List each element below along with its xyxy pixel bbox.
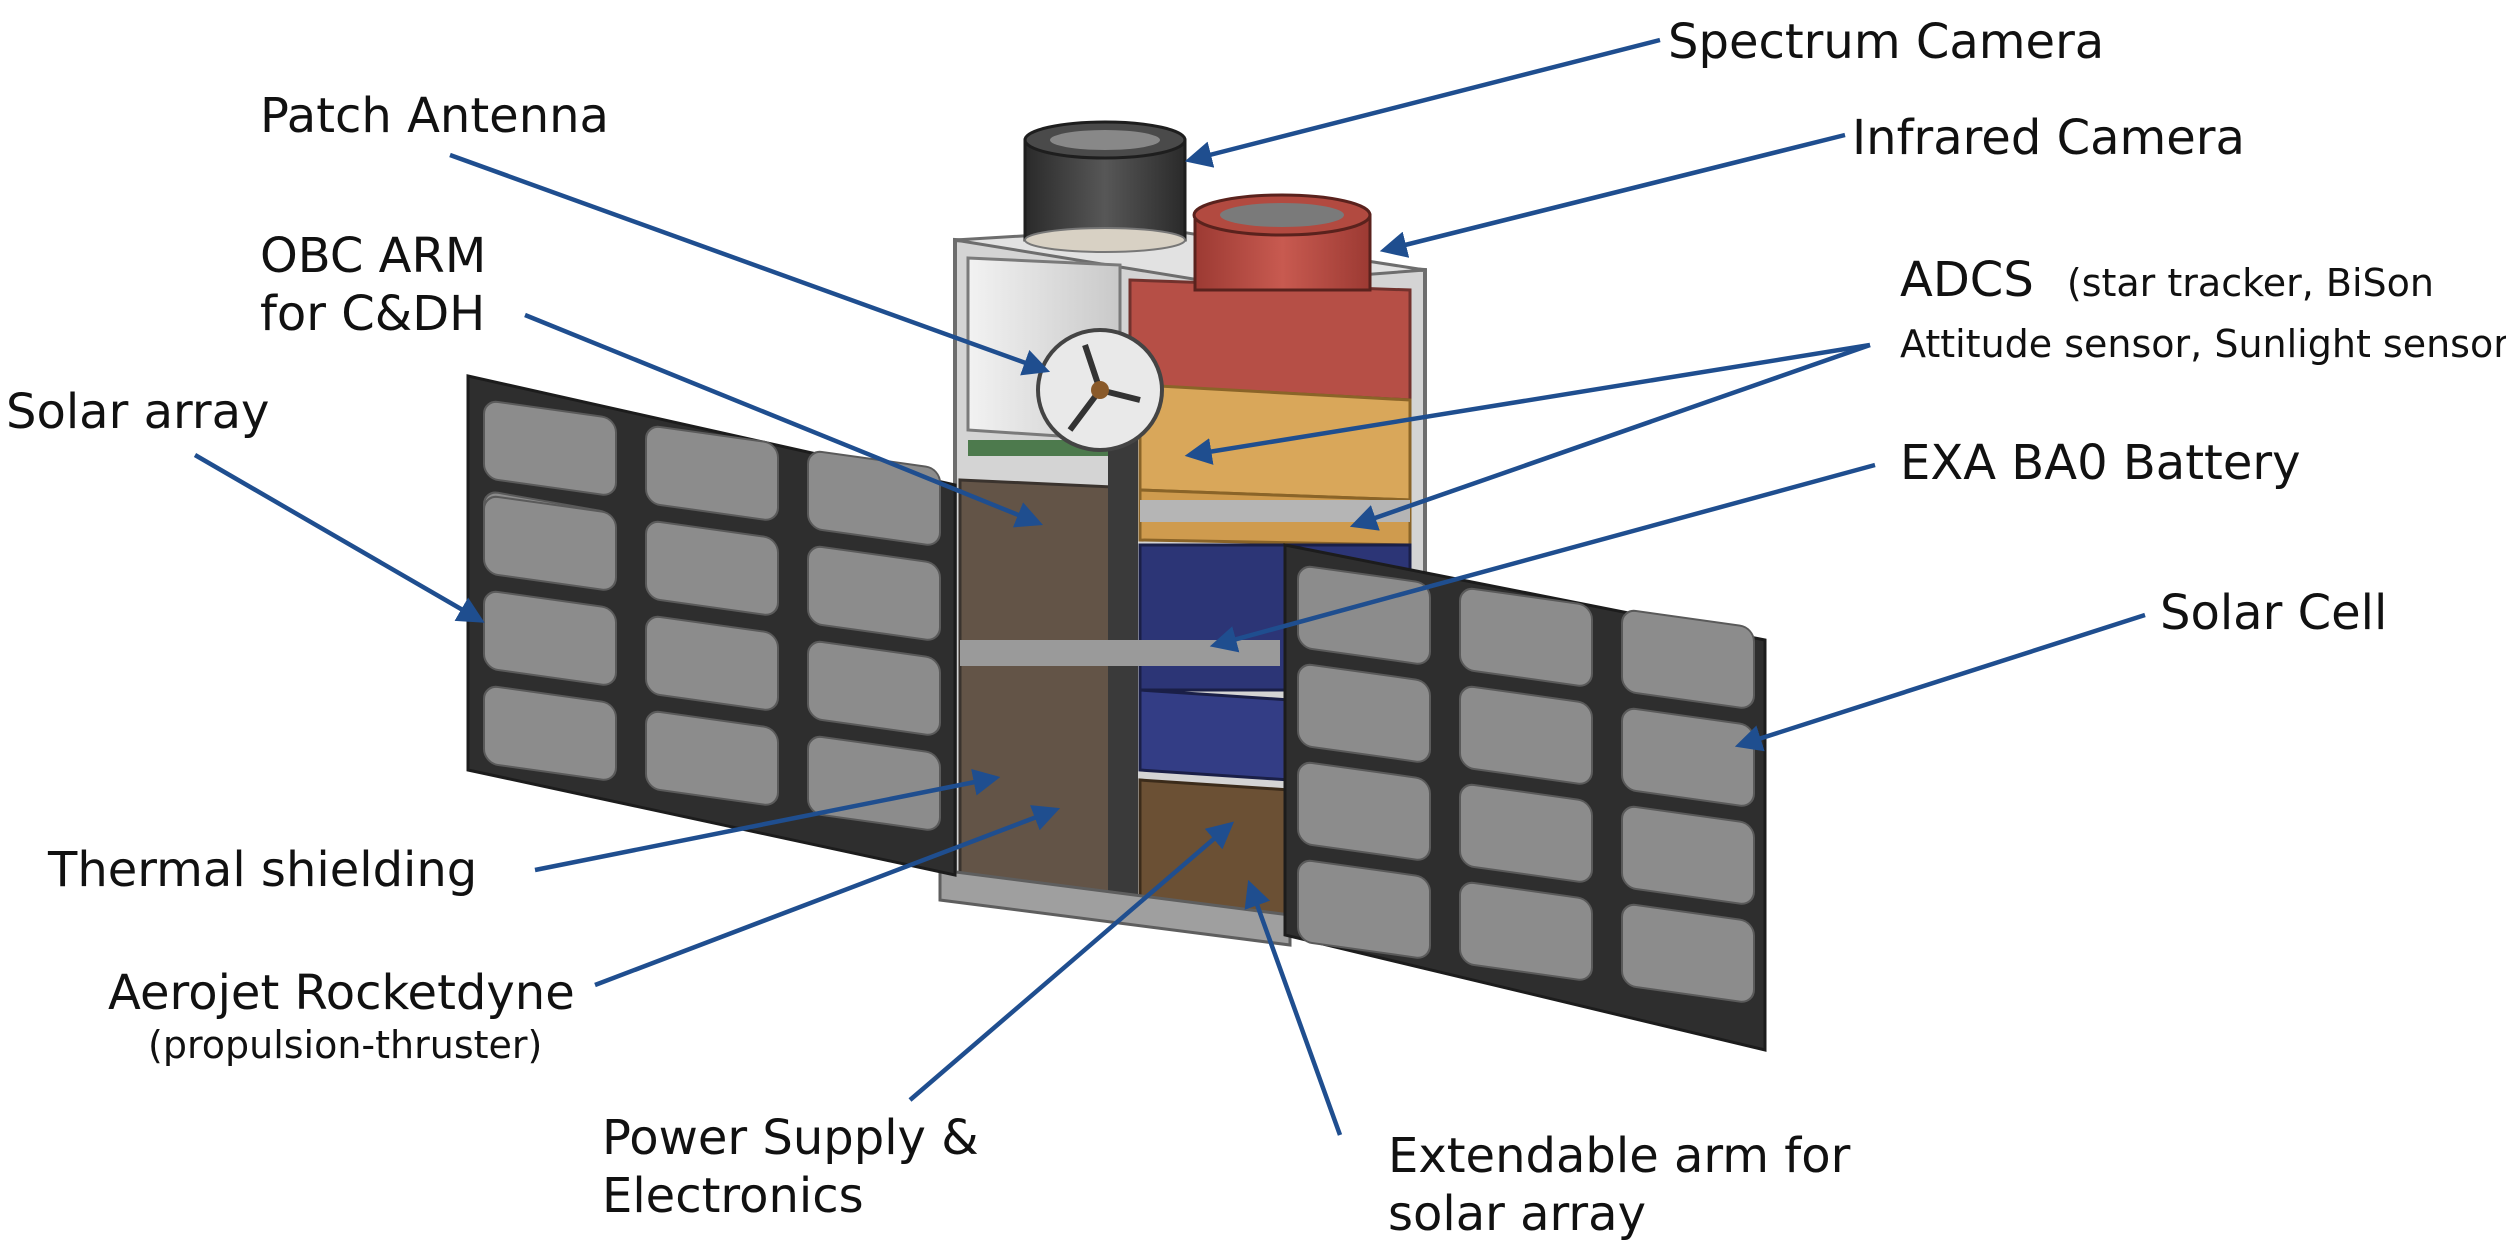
label-arm-line2: solar array (1388, 1185, 1646, 1242)
label-battery: EXA BA0 Battery (1900, 435, 2301, 491)
solar-cell (1621, 903, 1755, 1003)
label-adcs-title: ADCS (1900, 252, 2034, 308)
leader-arrows (193, 37, 2146, 1136)
solar-cell (483, 495, 617, 591)
label-obc-line2: for C&DH (260, 285, 486, 342)
arrow-spectrum-camera (1184, 37, 1661, 168)
label-infrared-camera: Infrared Camera (1852, 110, 2245, 166)
infrared-camera (1192, 193, 1372, 292)
spectrum-camera (1023, 120, 1187, 253)
solar-cell (1621, 805, 1755, 905)
label-spectrum-camera: Spectrum Camera (1668, 14, 2105, 70)
solar-cell (1297, 859, 1431, 959)
arrow-patch-antenna (449, 152, 1051, 376)
arrow-power-supply (908, 821, 1235, 1102)
arrow-aerojet (594, 805, 1061, 988)
label-adcs-detail-line1: (star tracker, BiSon (2066, 261, 2434, 305)
label-adcs-detail-line2: Attitude sensor, Sunlight sensor) (1900, 322, 2506, 366)
solar-cell (807, 735, 941, 831)
solar-cell (645, 520, 779, 616)
arrow-obc-arm (524, 312, 1044, 528)
label-power-line1: Power Supply & (602, 1110, 979, 1166)
solar-cell (1621, 707, 1755, 807)
label-arm-line1: Extendable arm for (1388, 1128, 1851, 1184)
arrow-extendable-arm (1244, 879, 1343, 1136)
solar-cell (483, 685, 617, 781)
label-aerojet: Aerojet Rocketdyne (propulsion-thruster) (108, 965, 575, 1068)
solar-cell (645, 710, 779, 806)
label-patch-antenna: Patch Antenna (260, 88, 609, 144)
label-power-supply: Power Supply & Electronics (602, 1110, 979, 1225)
solar-cell (1459, 685, 1593, 785)
arrow-adcs-upper (1184, 342, 1871, 465)
solar-cell (807, 450, 941, 546)
solar-cell (483, 400, 617, 496)
solar-cell (645, 425, 779, 521)
label-power-line2: Electronics (602, 1167, 864, 1224)
solar-cell (1459, 783, 1593, 883)
arrow-adcs-lower (1349, 342, 1871, 531)
arrow-infrared-camera (1379, 132, 1846, 258)
arrow-solar-array (193, 453, 485, 623)
arrow-battery (1209, 462, 1876, 653)
solar-cell (1459, 881, 1593, 981)
label-obc-arm: OBC ARM for C&DH (260, 228, 486, 343)
solar-cells-group (483, 400, 1755, 1003)
label-adcs: ADCS (star tracker, BiSon (1900, 252, 2434, 310)
solar-cell (1459, 587, 1593, 687)
label-solar-cell: Solar Cell (2160, 585, 2388, 641)
solar-cell (1297, 761, 1431, 861)
solar-cell (483, 590, 617, 686)
label-thermal-shielding: Thermal shielding (48, 842, 478, 898)
solar-cell (1297, 663, 1431, 763)
solar-cell (807, 640, 941, 736)
label-aerojet-line1: Aerojet Rocketdyne (108, 965, 575, 1021)
label-aerojet-line2: (propulsion-thruster) (148, 1022, 543, 1067)
label-obc-line1: OBC ARM (260, 228, 487, 284)
solar-cell (645, 615, 779, 711)
arrow-thermal-shielding (534, 768, 1001, 873)
arrow-solar-cell (1734, 612, 2146, 752)
solar-cell (807, 545, 941, 641)
solar-cell (1621, 609, 1755, 709)
solar-cell (1297, 565, 1431, 665)
label-extendable-arm: Extendable arm for solar array (1388, 1128, 1850, 1243)
label-solar-array: Solar array (6, 384, 270, 440)
